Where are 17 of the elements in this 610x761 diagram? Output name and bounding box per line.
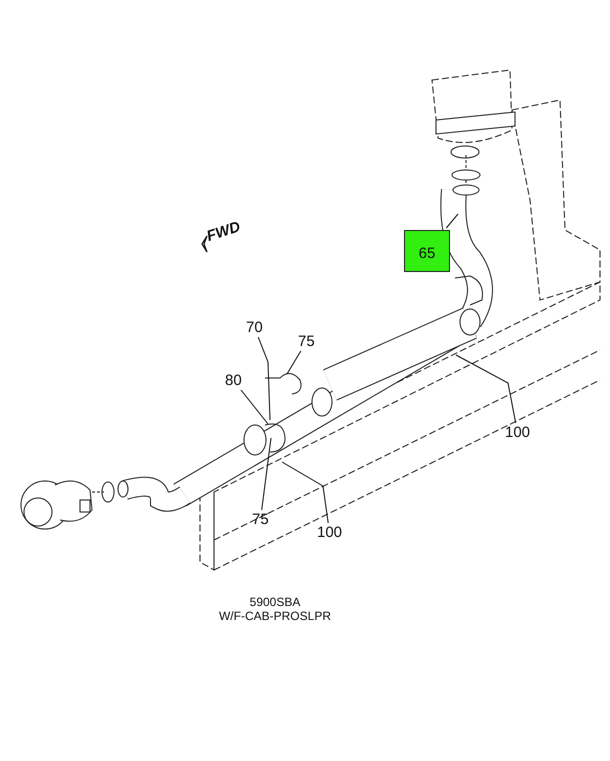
leader-line (456, 354, 516, 424)
leader-line (286, 350, 302, 374)
drawing-code: W/F-CAB-PROSLPR (218, 610, 332, 624)
leader-line (282, 462, 329, 524)
fwd-label: FWD (204, 218, 242, 246)
callout-number: 100 (317, 525, 342, 540)
highlighted-callout-number: 65 (404, 230, 450, 272)
callout-number: 80 (225, 373, 242, 388)
leader-line (258, 336, 270, 420)
callout-number: 75 (298, 334, 315, 349)
drawing-code: 5900SBA (248, 596, 302, 610)
leader-line (261, 438, 272, 510)
leader-line (446, 214, 458, 228)
leader-line (240, 390, 268, 424)
callout-number: 70 (246, 320, 263, 335)
callout-number: 100 (505, 425, 530, 440)
callout-number: 75 (252, 512, 269, 527)
